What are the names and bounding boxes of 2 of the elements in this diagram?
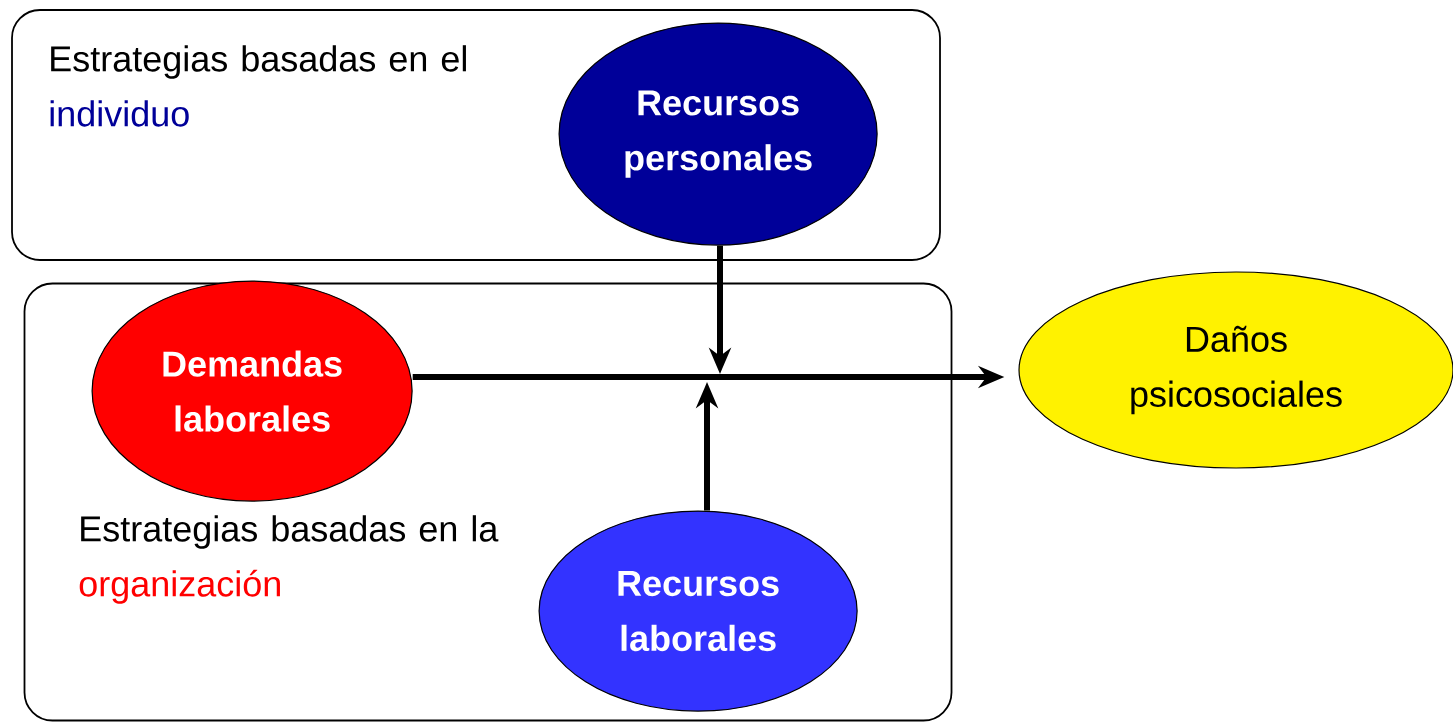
box-heading: Estrategias basadas en el individuo [50, 45, 466, 127]
box-heading: Estrategias basadas en la organización [79, 515, 499, 604]
